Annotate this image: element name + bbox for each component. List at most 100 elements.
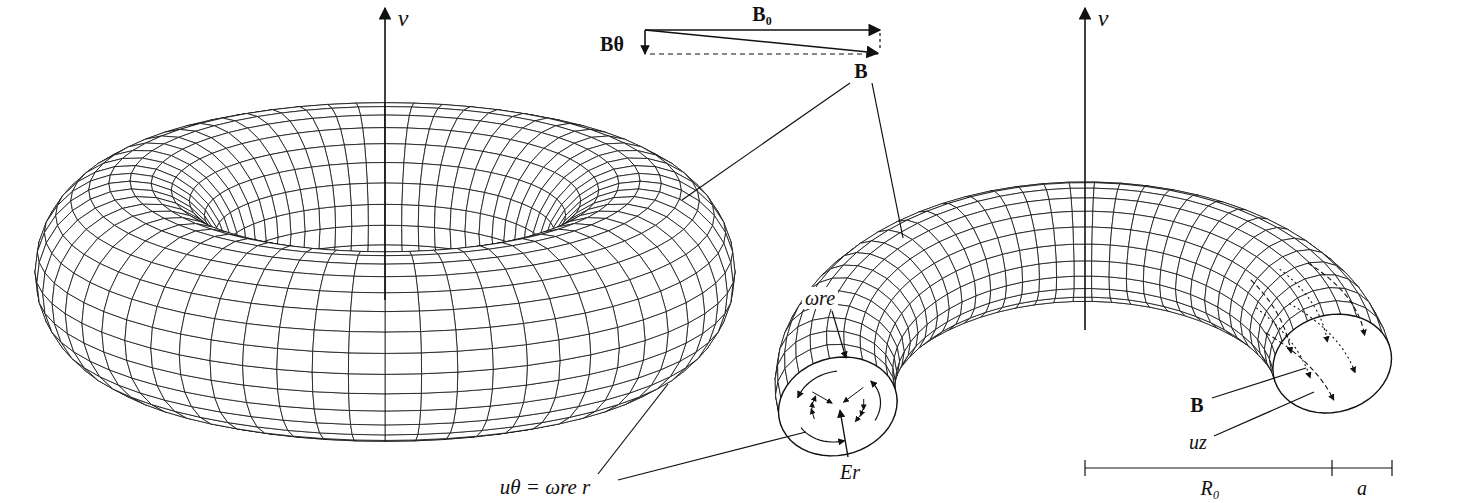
mesh-cell [276,213,291,237]
mesh-cell [385,144,405,163]
mesh-cell [127,299,157,327]
mesh-cell [385,292,419,311]
mesh-cell [1055,289,1074,299]
mesh-cell [434,207,451,230]
mesh-cell [524,319,559,345]
mesh-cell [356,255,385,264]
mesh-cell [447,273,483,291]
mesh-cell [1092,289,1111,299]
mesh-cell [1056,276,1074,290]
mesh-cell [312,351,348,374]
mesh-cell [313,392,350,411]
mesh-cell [419,409,455,425]
mesh-cell [419,184,438,206]
mesh-cell [1092,261,1110,277]
mesh-cell [457,348,493,372]
mesh-cell [385,434,418,440]
mesh-cell [1092,211,1113,228]
mesh-cell [585,307,617,334]
mesh-cell [347,163,367,184]
mesh-cell [366,163,385,184]
mesh-cell [1072,211,1093,227]
mesh-cell [351,424,385,435]
mesh-cell [402,225,419,245]
mesh-cell [332,107,361,117]
mesh-cell [385,374,422,394]
mesh-cell [385,255,414,264]
mesh-cell [421,351,457,374]
mesh-cell [244,324,280,349]
mesh-cell [421,392,458,411]
mesh-cell [277,348,313,372]
mesh-cell [264,217,278,241]
mesh-cell [385,410,421,424]
mesh-cell [385,424,419,435]
mesh-cell [492,345,527,370]
mesh-cell [352,276,385,293]
mesh-cell [368,225,385,245]
mesh-cell [319,207,336,230]
mesh-cell [1109,262,1127,279]
mesh-cell [385,276,418,293]
mesh-cell [385,128,407,144]
mesh-cell [457,369,493,391]
mesh-cell [409,107,438,117]
mesh-cell [349,332,385,354]
mesh-cell [1069,183,1094,189]
mesh-cell [312,372,348,393]
mesh-cell [385,107,412,116]
mesh-cell [403,163,423,184]
mesh-cell [152,307,184,334]
mesh-cell [405,128,429,145]
mesh-cell [277,369,313,391]
mesh-cell [1093,198,1116,212]
mesh-cell [613,299,643,327]
mesh-cell [385,332,421,354]
mesh-cell [1056,261,1074,277]
mesh-cell [313,330,350,353]
mesh-cell [1049,198,1072,213]
mesh-cell [348,374,385,394]
mesh-cell [1046,188,1071,199]
mesh-cell [349,410,385,424]
mesh-cell [492,217,506,241]
mesh-cell [402,183,420,205]
mesh-cell [456,389,493,409]
mesh-cell [450,208,466,231]
mesh-cell [487,303,524,327]
mesh-cell [351,292,385,311]
mesh-cell [407,115,433,129]
mesh-cell [385,393,421,411]
mesh-cell [181,313,215,340]
mesh-cell [368,204,385,225]
mesh-cell [288,273,324,291]
mesh-cell [418,205,435,227]
mesh-cell [363,128,385,144]
mesh-cell [385,264,416,277]
mesh-cell [333,184,352,206]
mesh-cell [421,372,457,393]
mesh-cell [385,311,421,332]
mesh-cell [365,144,385,163]
mesh-cell [350,183,368,205]
mesh-cell [211,319,246,345]
mesh-cell [418,226,435,247]
mesh-cell [358,107,385,116]
mesh-cell [341,128,365,145]
mesh-cell [351,225,368,245]
mesh-cell [319,228,336,249]
mesh-cell [354,264,385,277]
mesh-cell [402,205,419,227]
mesh-cell [283,288,319,309]
mesh-cell [1109,277,1127,291]
mesh-cell [490,324,526,349]
mesh-cell [361,115,385,128]
mesh-cell [1051,211,1073,228]
mesh-cell [323,262,356,276]
mesh-cell [1074,261,1092,276]
mesh-cell [450,288,486,309]
mesh-cell [1073,297,1092,301]
mesh-cell [278,327,315,351]
mesh-cell [1093,188,1117,199]
mesh-cell [419,310,455,332]
